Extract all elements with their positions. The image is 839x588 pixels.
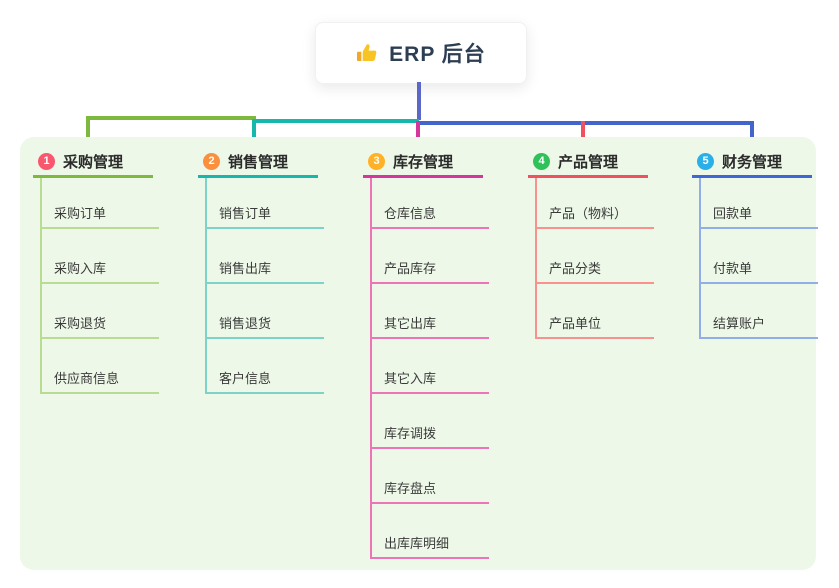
- thumbs-up-icon: [356, 42, 379, 65]
- branch-header-finance[interactable]: 5 财务管理: [692, 149, 812, 173]
- branch-label-inventory: 库存管理: [393, 153, 454, 171]
- node-product-unit[interactable]: 产品单位: [535, 311, 654, 339]
- badge-4: 4: [533, 152, 550, 170]
- node-stock-transfer[interactable]: 库存调拨: [370, 421, 489, 449]
- node-purchase-return[interactable]: 采购退货: [40, 311, 159, 339]
- node-product-stock[interactable]: 产品库存: [370, 256, 489, 284]
- connector-horizontal-sales: [252, 119, 419, 123]
- connector-drop-inventory: [416, 121, 420, 151]
- node-other-outbound[interactable]: 其它出库: [370, 311, 489, 339]
- branch-label-finance: 财务管理: [722, 153, 783, 171]
- node-warehouse-info[interactable]: 仓库信息: [370, 201, 489, 229]
- connector-horizontal-purchase: [86, 116, 256, 120]
- branch-underline-sales: [198, 175, 318, 178]
- branch-header-product[interactable]: 4 产品管理: [528, 149, 648, 173]
- branch-underline-product: [528, 175, 648, 178]
- connector-drop-purchase: [86, 116, 90, 147]
- node-supplier-info[interactable]: 供应商信息: [40, 366, 159, 394]
- node-receipt-bill[interactable]: 回款单: [699, 201, 818, 229]
- branch-inventory: 3 库存管理 仓库信息 产品库存 其它出库 其它入库 库存调拨 库存盘点 出库库…: [363, 0, 489, 588]
- node-stock-taking[interactable]: 库存盘点: [370, 476, 489, 504]
- connector-horizontal-finance: [417, 121, 754, 125]
- node-outbound-detail[interactable]: 出库库明细: [370, 531, 489, 559]
- badge-1: 1: [38, 152, 55, 170]
- branch-product: 4 产品管理 产品（物料） 产品分类 产品单位: [528, 0, 654, 588]
- node-sales-return[interactable]: 销售退货: [205, 311, 324, 339]
- node-purchase-inbound[interactable]: 采购入库: [40, 256, 159, 284]
- branch-finance: 5 财务管理 回款单 付款单 结算账户: [692, 0, 818, 588]
- branch-label-purchase: 采购管理: [63, 153, 124, 171]
- root-node-erp-backend[interactable]: ERP 后台: [315, 22, 527, 84]
- connector-root-stem: [417, 82, 421, 120]
- branch-underline-purchase: [33, 175, 153, 178]
- node-payment-bill[interactable]: 付款单: [699, 256, 818, 284]
- branch-header-sales[interactable]: 2 销售管理: [198, 149, 318, 173]
- node-product-category[interactable]: 产品分类: [535, 256, 654, 284]
- badge-5: 5: [697, 152, 714, 170]
- branch-header-inventory[interactable]: 3 库存管理: [363, 149, 483, 173]
- node-other-inbound[interactable]: 其它入库: [370, 366, 489, 394]
- connector-drop-finance: [750, 121, 754, 149]
- node-customer-info[interactable]: 客户信息: [205, 366, 324, 394]
- node-sales-outbound[interactable]: 销售出库: [205, 256, 324, 284]
- branch-purchase: 1 采购管理 采购订单 采购入库 采购退货 供应商信息: [33, 0, 159, 588]
- branch-spine-sales: [205, 178, 207, 394]
- branch-label-product: 产品管理: [558, 153, 619, 171]
- node-sales-order[interactable]: 销售订单: [205, 201, 324, 229]
- branch-underline-finance: [692, 175, 812, 178]
- branch-spine-purchase: [40, 178, 42, 394]
- branch-header-purchase[interactable]: 1 采购管理: [33, 149, 153, 173]
- branch-spine-product: [535, 178, 537, 339]
- node-product-material[interactable]: 产品（物料）: [535, 201, 654, 229]
- node-purchase-order[interactable]: 采购订单: [40, 201, 159, 229]
- branch-label-sales: 销售管理: [228, 153, 289, 171]
- badge-2: 2: [203, 152, 220, 170]
- branches-panel: [20, 137, 816, 570]
- branch-sales: 2 销售管理 销售订单 销售出库 销售退货 客户信息: [198, 0, 324, 588]
- badge-3: 3: [368, 152, 385, 170]
- root-node-label: ERP 后台: [389, 43, 486, 66]
- branch-spine-inventory: [370, 178, 372, 559]
- node-settlement-account[interactable]: 结算账户: [699, 311, 818, 339]
- connector-drop-sales: [252, 119, 256, 147]
- branch-spine-finance: [699, 178, 701, 339]
- connector-drop-product: [581, 121, 585, 151]
- branch-underline-inventory: [363, 175, 483, 178]
